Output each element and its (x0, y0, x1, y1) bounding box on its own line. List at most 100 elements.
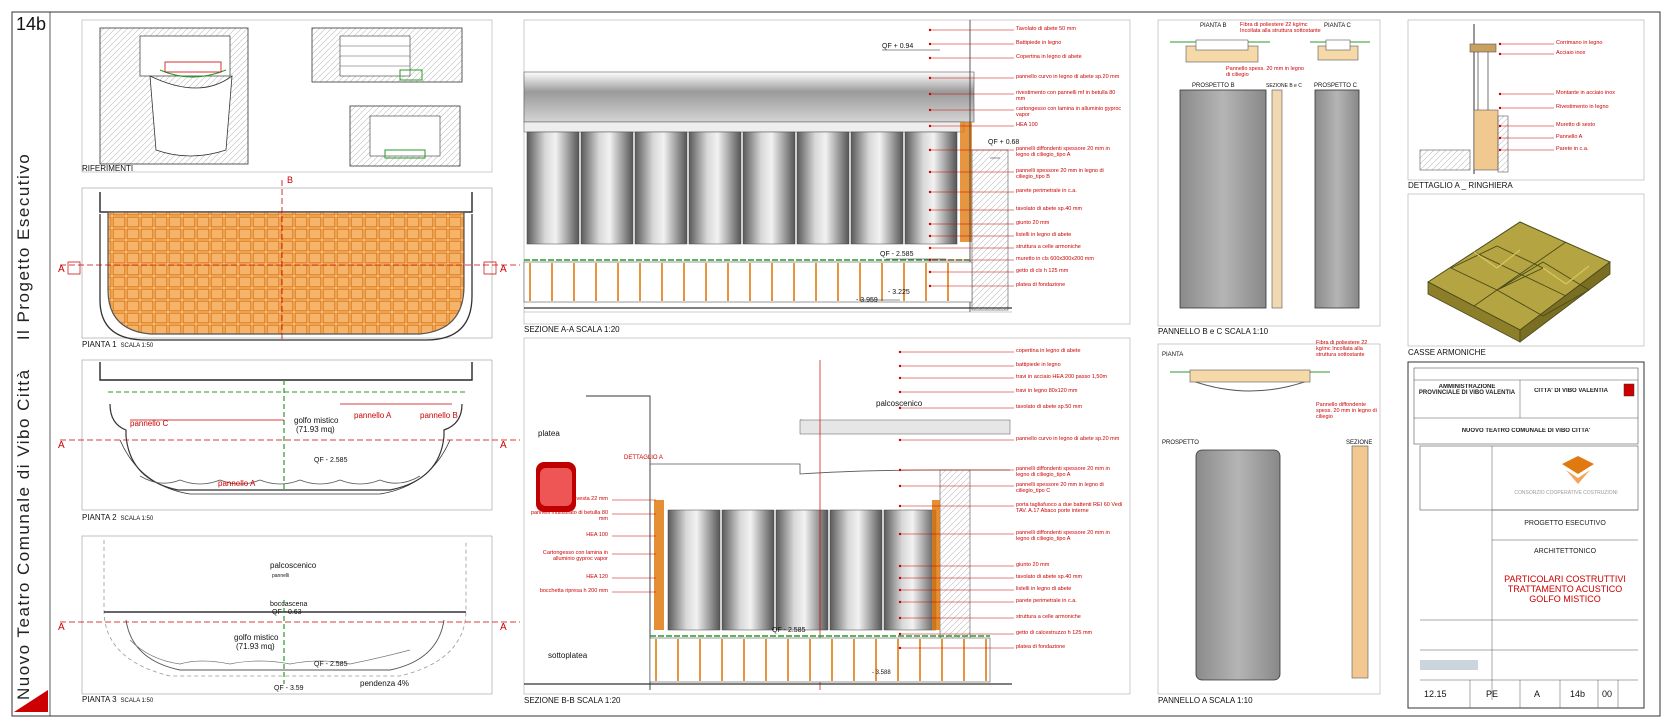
prospetto-b-label: PROSPETTO B (1192, 83, 1235, 89)
prospetto-c-label: PROSPETTO C (1314, 83, 1358, 89)
sezbb-note-5: pannello curvo in legno di abete sp.20 m… (1016, 436, 1120, 442)
reference-section-drawing (311, 27, 463, 167)
sezaa-note-10: tavolato di abete sp.40 mm (1016, 206, 1083, 212)
sezbb-sottoplatea: sottoplatea (548, 651, 588, 660)
sezbb-note-11: tavolato di abete sp.40 mm (1016, 574, 1083, 580)
section-mark-a-right: A (500, 264, 507, 275)
sezbb-note-14: struttura a celle armoniche (1016, 614, 1081, 620)
dettaglio-note-3: Rivestimento in legno (1556, 104, 1609, 110)
sezaa-qf2585: QF - 2.585 (880, 251, 914, 258)
sezbb-note-0: copertina in legno di abete (1016, 348, 1081, 354)
pianta-1-drawing (60, 180, 520, 342)
dettaglio-a-drawing (1407, 19, 1645, 181)
sezbb-note-9: pannelli diffondenti spessore 20 mm in l… (1016, 530, 1110, 542)
tb-impresa: CONSORZIO COOPERATIVE COSTRUZIONI (1514, 490, 1618, 496)
tb-codice: 12.15 (1424, 689, 1447, 699)
vertical-title: Nuovo Teatro Comunale di Vibo Città Il P… (14, 20, 48, 700)
pannello-bc-label: PANNELLO B e C SCALA 1:10 (1158, 327, 1269, 336)
sezbb-qf2585: QF - 2.585 (772, 627, 806, 634)
golfo-area-2: (71.93 mq) (296, 425, 335, 434)
sezbb-note-7: pannelli spessore 20 mm in legno di cili… (1016, 482, 1104, 494)
dettaglio-note-5: Pannello A (1556, 134, 1583, 140)
pannello-bc-drawing (1157, 19, 1381, 327)
dettaglio-note-4: Muretto di sesto (1556, 122, 1596, 128)
pianta-3-drawing (60, 535, 520, 695)
sezbb-note-1: battipiede in legno (1016, 362, 1061, 368)
sezbb-note-15: getto di calcestruzzo h 125 mm (1016, 630, 1093, 636)
boccascena-label: boccascena (270, 601, 307, 608)
qf-063-label: QF - 0.63 (272, 609, 302, 616)
tb-livello: PE (1486, 689, 1498, 699)
dettaglio-note-2: Montante in acciaio inox (1556, 90, 1616, 96)
tb-ente: AMMINISTRAZIONE PROVINCIALE DI VIBO VALE… (1418, 384, 1516, 396)
sezbb-left-note-3: Cartongesso con lamina in alluminio gypr… (542, 550, 608, 562)
sezaa-note-13: struttura a celle armoniche (1016, 244, 1081, 250)
vertical-title-1: Nuovo Teatro Comunale di Vibo Città (14, 368, 33, 700)
casse-armoniche-3d-drawing (1407, 193, 1645, 347)
section-mark-a-right-2: A (500, 440, 507, 451)
sezaa-note-0: Tavolato di abete 50 mm (1016, 26, 1076, 32)
dettaglio-note-6: Parete in c.a. (1556, 146, 1589, 152)
pannello-a-top: pannello A (354, 411, 392, 420)
sezbb-note-6: pannelli diffondenti spessore 20 mm in l… (1016, 466, 1110, 478)
sezione-bb-drawing (523, 337, 1131, 695)
sezbb-platea: platea (538, 429, 560, 438)
sezaa-note-3: pannello curvo in legno di abete sp.20 m… (1016, 74, 1120, 80)
sheet-number: 14b (16, 14, 47, 34)
section-mark-a-left-2: A (58, 440, 65, 451)
sezaa-qf3959: - 3.959 (856, 297, 878, 304)
panel-note-3: Fibra di poliestere 22 kg/mc Incollata a… (1316, 340, 1368, 358)
section-mark-b: B (287, 175, 293, 185)
sezione-a-label: SEZIONE (1346, 440, 1372, 446)
dettaglio-a-label: DETTAGLIO A _ RINGHIERA (1408, 181, 1513, 190)
pianta-2-drawing (60, 359, 520, 511)
tb-rev: 00 (1602, 689, 1612, 699)
reference-plan-drawing (99, 27, 249, 165)
qf-2585-plan2: QF - 2.585 (314, 457, 348, 464)
sezaa-note-4: rivestimento con pannelli mf in betulla … (1016, 90, 1116, 102)
dettaglio-note-1: Acciaio inox (1556, 50, 1586, 56)
sezaa-note-6: HEA 100 (1016, 122, 1038, 128)
pannello-b-label: pannello B (420, 411, 458, 420)
tb-cat: A (1534, 689, 1540, 699)
sezbb-left-note-5: bocchetta ripresa h 200 mm (539, 588, 608, 594)
section-mark-a-left-3: A (58, 622, 65, 633)
riferimenti-label: RIFERIMENTI (82, 164, 134, 173)
prospetto-a-label: PROSPETTO (1162, 440, 1199, 446)
sezbb-note-4: tavolato di abete sp.50 mm (1016, 404, 1083, 410)
section-mark-a-right-3: A (500, 622, 507, 633)
vertical-title-2: Il Progetto Esecutivo (14, 152, 33, 341)
sezaa-note-16: platea di fondazione (1016, 282, 1066, 288)
pannello-a-bottom: pannello A (218, 479, 256, 488)
sezione-bb-callouts: copertina in legno di abete battipiede in… (898, 348, 1122, 650)
pianta-a-label: PIANTA (1162, 352, 1183, 358)
casse-label: CASSE ARMONICHE (1408, 348, 1486, 357)
dettaglio-note-0: Corrimano in legno (1556, 40, 1603, 46)
golfo-area-3: (71.93 mq) (236, 642, 275, 651)
sezione-bb-label: SEZIONE B-B SCALA 1:20 (524, 696, 621, 705)
section-mark-a-left: A (58, 264, 65, 275)
pannello-c-label: pannello C (130, 419, 168, 428)
qf-2585-plan3: QF - 2.585 (314, 661, 348, 668)
sezbb-note-16: platea di fondazione (1016, 644, 1066, 650)
sezaa-note-11: giunto 20 mm (1016, 220, 1050, 226)
pendenza-label: pendenza 4% (360, 679, 409, 688)
pannelli-plan3: pannelli (272, 573, 289, 579)
sezbb-qf3588: - 3.588 (872, 670, 891, 676)
pianta-b-label: PIANTA B (1200, 23, 1227, 29)
sezbb-note-10: giunto 20 mm (1016, 562, 1050, 568)
tb-disciplina: ARCHITETTONICO (1533, 548, 1597, 555)
sezaa-note-2: Copertina in legno di abete (1016, 54, 1082, 60)
palcoscenico-plan3: palcoscenico (270, 561, 317, 570)
sezaa-qf068: QF + 0.68 (988, 139, 1019, 146)
sezaa-note-8: pannelli spessore 20 mm in legno di cili… (1016, 168, 1104, 180)
sezbb-left-note-0: rivesta 22 mm (573, 496, 608, 502)
